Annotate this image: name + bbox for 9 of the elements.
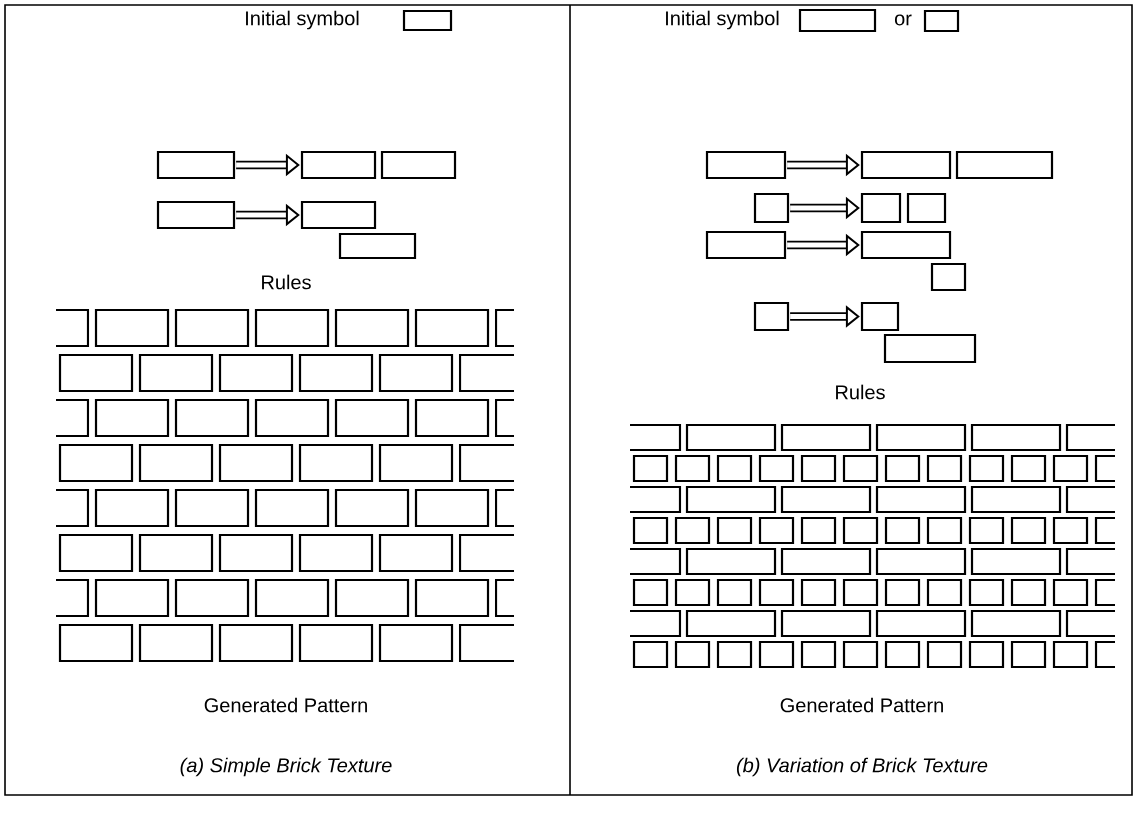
label-text: Generated Pattern bbox=[204, 697, 367, 713]
label-text: Initial symbol bbox=[666, 10, 779, 30]
label-text: Rules bbox=[836, 384, 885, 400]
caption: (b) Variation of Brick Texture bbox=[736, 757, 988, 777]
caption: (a) Simple Brick Texture bbox=[180, 757, 392, 777]
label-text: Rules bbox=[262, 274, 311, 290]
label-text: or bbox=[894, 14, 912, 26]
label-text: Generated Pattern bbox=[780, 697, 943, 713]
label-text: Initial symbol bbox=[246, 10, 359, 30]
